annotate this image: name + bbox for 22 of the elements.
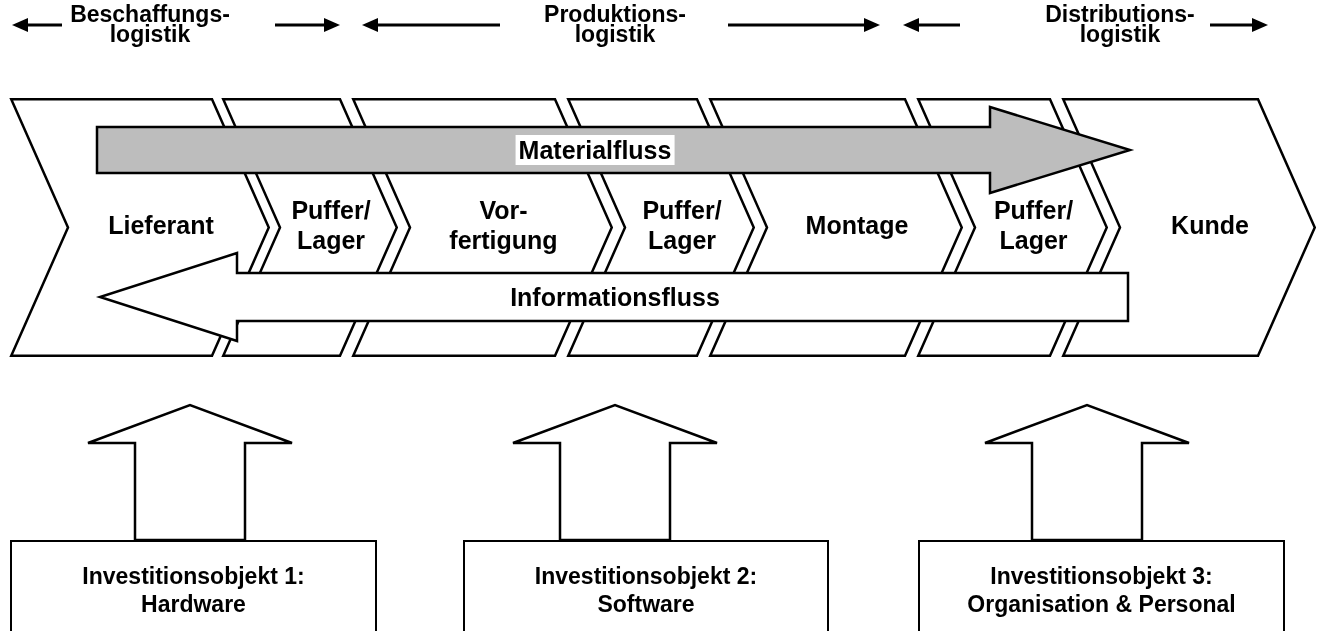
- investment-box: [463, 540, 829, 631]
- box-text: Hardware: [141, 589, 246, 618]
- box-text: Organisation & Personal: [967, 589, 1236, 618]
- step-label: Puffer/ Lager: [992, 195, 1075, 255]
- box-heading: Investitionsobjekt 3:: [990, 561, 1213, 590]
- investment-box: [918, 540, 1285, 631]
- box-heading: Investitionsobjekt 1:: [82, 561, 305, 590]
- block-arrow: [95, 251, 1130, 343]
- box-heading: Investitionsobjekt 2:: [534, 561, 758, 590]
- step-label: Puffer/ Lager: [641, 195, 723, 255]
- step-label: Puffer/ Lager: [290, 195, 372, 255]
- block-arrow: [983, 403, 1191, 542]
- step-label: Vor- fertigung: [448, 195, 559, 255]
- block-arrow: [86, 403, 294, 542]
- edge-label: Materialfluss: [515, 135, 675, 165]
- step-label: Lieferant: [108, 210, 214, 240]
- box-text: Software: [597, 589, 695, 618]
- block-arrow: [511, 403, 719, 542]
- block-arrow: [95, 105, 1135, 195]
- step-label: Kunde: [1171, 210, 1249, 240]
- step-label: Montage: [805, 210, 909, 240]
- investment-box: [10, 540, 377, 631]
